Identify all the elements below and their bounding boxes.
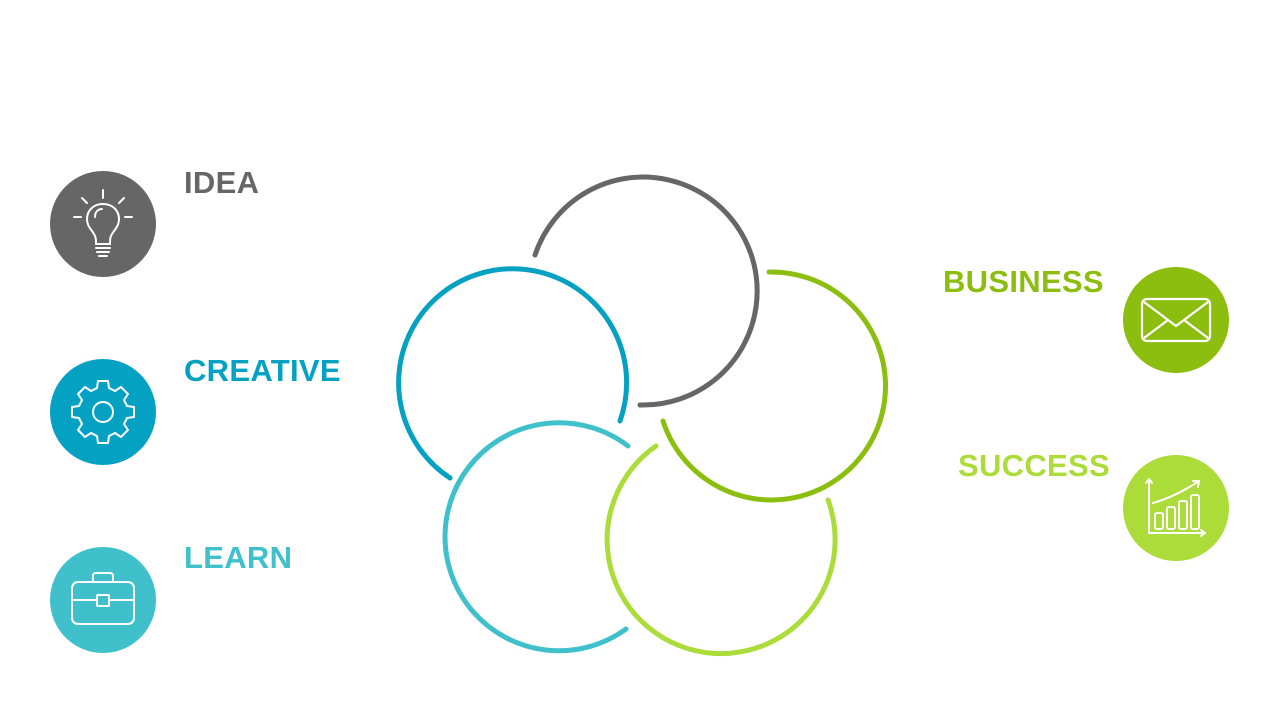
business-icon-badge [1123, 267, 1229, 373]
learn-icon-badge [50, 547, 156, 653]
ring-idea [532, 174, 760, 408]
business-label: BUSINESS [943, 264, 1104, 299]
ring-learn [442, 420, 631, 654]
learn-label: LEARN [184, 540, 293, 575]
lightbulb-icon [73, 189, 133, 257]
success-label: SUCCESS [958, 448, 1110, 483]
ring-success [604, 443, 838, 657]
ring-business [660, 269, 888, 503]
gear-icon [71, 380, 135, 444]
success-icon-badge [1123, 455, 1229, 561]
creative-icon-badge [50, 359, 156, 465]
briefcase-icon [71, 572, 135, 625]
envelope-icon [1140, 297, 1212, 343]
growth-chart-icon [1145, 478, 1206, 537]
ring-creative [396, 266, 630, 481]
creative-label: CREATIVE [184, 353, 341, 388]
idea-icon-badge [50, 171, 156, 277]
idea-label: IDEA [184, 165, 260, 200]
